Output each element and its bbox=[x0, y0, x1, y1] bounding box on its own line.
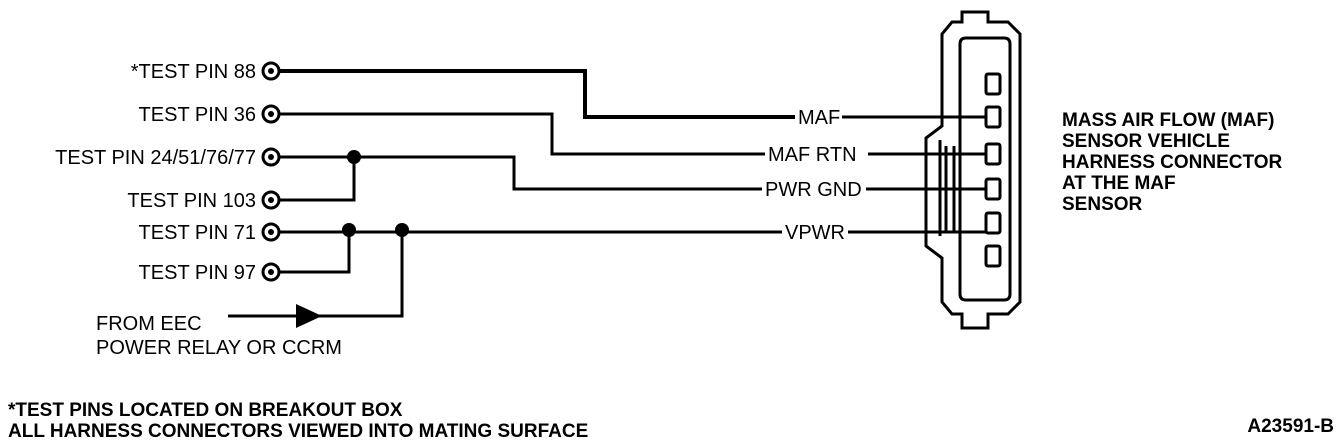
test-pin-71-terminal-icon bbox=[261, 222, 281, 242]
test-pin-103-terminal-icon bbox=[261, 190, 281, 210]
test-pin-97-label: TEST PIN 97 bbox=[139, 262, 256, 284]
connector-cavity-4 bbox=[984, 177, 1002, 201]
connector-cavity-5 bbox=[984, 211, 1002, 235]
connector-desc-line-1: MASS AIR FLOW (MAF) bbox=[1062, 110, 1274, 131]
test-pin-88-label: *TEST PIN 88 bbox=[131, 61, 256, 83]
connector-cavity-2 bbox=[984, 105, 1002, 129]
connector-desc-line-5: SENSOR bbox=[1062, 194, 1143, 215]
pin-97-tie-wire bbox=[279, 232, 351, 274]
test-pin-36-terminal-icon bbox=[261, 104, 281, 124]
test-pin-88-terminal-icon bbox=[261, 61, 281, 81]
maf-wire bbox=[279, 69, 795, 119]
source-line-1: FROM EEC bbox=[96, 313, 202, 335]
signal-maf-label: MAF bbox=[798, 107, 840, 129]
source-line-2: POWER RELAY OR CCRM bbox=[96, 337, 342, 359]
signal-pwr-gnd-label: PWR GND bbox=[765, 179, 862, 201]
test-pin-36-label: TEST PIN 36 bbox=[139, 104, 256, 126]
connector-cavity-1 bbox=[984, 72, 1002, 96]
ground-junction-dot bbox=[347, 150, 361, 164]
pin-103-tie-wire bbox=[279, 157, 356, 202]
eec-feed-wire bbox=[228, 232, 404, 318]
note-line-1: *TEST PINS LOCATED ON BREAKOUT BOX bbox=[8, 400, 403, 421]
connector-desc-line-4: AT THE MAF bbox=[1062, 173, 1176, 194]
connector-desc-line-3: HARNESS CONNECTOR bbox=[1062, 152, 1283, 173]
test-pin-24-label: TEST PIN 24/51/76/77 bbox=[55, 147, 256, 169]
feed-arrow-icon bbox=[296, 304, 322, 328]
signal-maf-rtn-label: MAF RTN bbox=[768, 144, 857, 166]
figure-id: A23591-B bbox=[1247, 416, 1334, 437]
test-pin-24-terminal-icon bbox=[261, 147, 281, 167]
note-line-2: ALL HARNESS CONNECTORS VIEWED INTO MATIN… bbox=[8, 421, 588, 442]
connector-desc-line-2: SENSOR VEHICLE bbox=[1062, 131, 1230, 152]
connector-cavity-6 bbox=[984, 244, 1002, 268]
connector-cavity-3 bbox=[984, 142, 1002, 166]
pwr-gnd-wire bbox=[279, 155, 762, 191]
signal-vpwr-label: VPWR bbox=[785, 222, 845, 244]
vpwr-junction-dot-1 bbox=[342, 223, 356, 237]
vpwr-junction-dot-2 bbox=[395, 223, 409, 237]
maf-rtn-wire bbox=[279, 112, 765, 156]
maf-harness-connector bbox=[924, 10, 1022, 330]
test-pin-103-label: TEST PIN 103 bbox=[127, 190, 256, 212]
test-pin-97-terminal-icon bbox=[261, 262, 281, 282]
test-pin-71-label: TEST PIN 71 bbox=[139, 222, 256, 244]
